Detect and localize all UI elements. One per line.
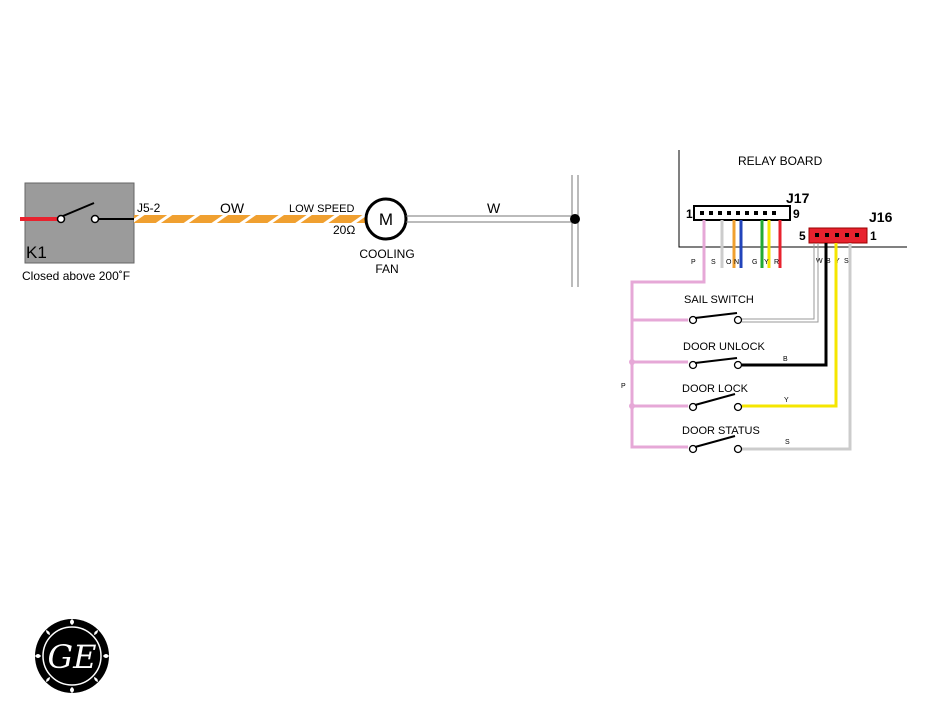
j17-label: J17 <box>786 190 810 206</box>
j17-pin-last: 9 <box>793 207 800 221</box>
wire-code-w: W <box>487 200 501 216</box>
sail-switch-label: SAIL SWITCH <box>684 294 754 306</box>
white-wire <box>406 216 576 222</box>
svg-text:Y: Y <box>764 259 769 266</box>
j16-pin-last: 1 <box>870 229 877 243</box>
svg-text:S: S <box>844 258 849 265</box>
door-unlock-wire-code: B <box>783 356 788 363</box>
door-unlock-label: DOOR UNLOCK <box>683 341 766 353</box>
connector-j5-2-label: J5-2 <box>137 201 161 215</box>
motor-label-line1: COOLING <box>359 247 414 261</box>
relay-board: RELAY BOARD J17 1 9 P S <box>679 150 907 268</box>
wire-code-ow: OW <box>220 200 245 216</box>
ground-bus <box>572 175 578 287</box>
pink-wire-code: P <box>621 383 626 390</box>
svg-text:P: P <box>691 259 696 266</box>
j16-label: J16 <box>869 209 893 225</box>
resistance-label: 20Ω <box>333 223 355 237</box>
relay-k1-note: Closed above 200˚F <box>22 269 130 283</box>
door-status-label: DOOR STATUS <box>682 425 760 437</box>
low-speed-label: LOW SPEED <box>289 203 354 215</box>
j17-pins <box>700 211 776 215</box>
door-lock-label: DOOR LOCK <box>682 383 749 395</box>
svg-text:S: S <box>711 259 716 266</box>
svg-text:W: W <box>816 258 823 265</box>
ge-logo: GE <box>35 619 109 693</box>
orange-white-wire <box>134 215 366 223</box>
ge-logo-text: GE <box>48 638 97 676</box>
svg-text:N: N <box>734 259 739 266</box>
svg-text:R: R <box>774 259 779 266</box>
motor-symbol: M <box>379 210 393 229</box>
j16-pin-first: 5 <box>799 229 806 243</box>
k1-contact-right <box>92 216 99 223</box>
j16-wire-letters: W B Y S <box>816 258 849 265</box>
j17-pin-first: 1 <box>686 207 693 221</box>
relay-k1-label: K1 <box>26 243 47 262</box>
svg-text:G: G <box>752 259 757 266</box>
relay-board-title: RELAY BOARD <box>738 154 823 168</box>
motor-label-line2: FAN <box>375 262 398 276</box>
door-lock-wire-code: Y <box>784 397 789 404</box>
junction-dot <box>570 214 580 224</box>
door-status-wire-code: S <box>785 439 790 446</box>
svg-text:O: O <box>726 259 732 266</box>
cooling-fan-motor: M COOLING FAN <box>359 199 414 276</box>
relay-k1: K1 <box>20 183 134 263</box>
